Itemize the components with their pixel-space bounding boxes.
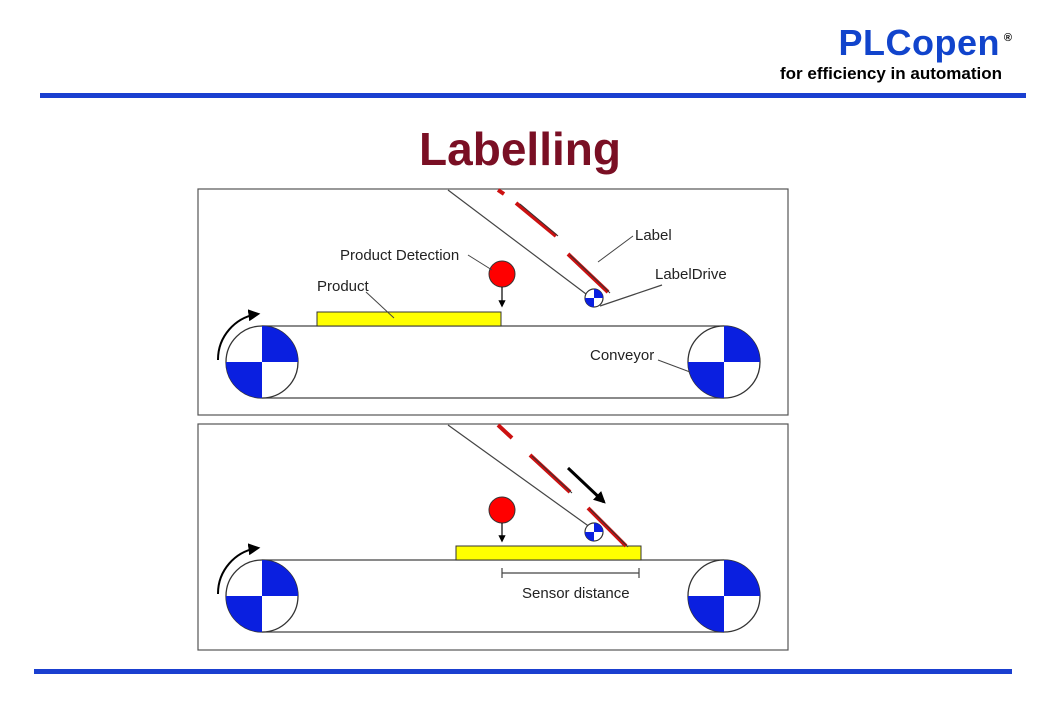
product-box bbox=[316, 311, 502, 327]
product-sensor-icon bbox=[488, 496, 516, 524]
label-web-line bbox=[447, 189, 595, 301]
label-web-line bbox=[447, 424, 595, 531]
conveyor-left-wheel-icon bbox=[225, 325, 299, 399]
sensor-distance-dimension bbox=[501, 568, 640, 578]
panel-bottom: Sensor distance bbox=[197, 423, 789, 651]
conveyor-right-wheel-icon bbox=[687, 325, 761, 399]
top-rule bbox=[40, 93, 1026, 98]
panel-top: Label LabelDrive Product Detection Produ… bbox=[197, 188, 789, 416]
product-callout-line bbox=[365, 291, 395, 319]
label-text: Label bbox=[635, 227, 672, 244]
brand-name: PLCopen bbox=[838, 22, 1000, 63]
product-box bbox=[455, 545, 642, 561]
product-detection-text: Product Detection bbox=[340, 247, 459, 264]
registered-mark: ® bbox=[1003, 32, 1012, 44]
panel-frame bbox=[197, 423, 789, 651]
slide-title: Labelling bbox=[419, 123, 621, 175]
conveyor-left-wheel-icon bbox=[225, 559, 299, 633]
product-sensor-icon bbox=[488, 260, 516, 288]
brand-tagline: for efficiency in automation bbox=[780, 64, 1002, 83]
label-motion-arrow-icon bbox=[566, 466, 606, 504]
product-text: Product bbox=[317, 278, 370, 295]
label-strips bbox=[496, 423, 629, 548]
label-drive-icon bbox=[584, 288, 604, 308]
label-callout-line bbox=[597, 235, 634, 263]
product-detection-callout-line bbox=[467, 254, 493, 271]
rotation-arrow-icon bbox=[216, 543, 261, 595]
label-drive-icon bbox=[584, 522, 604, 542]
conveyor-right-wheel-icon bbox=[687, 559, 761, 633]
brand-block: PLCopen ® bbox=[838, 22, 1013, 64]
sensor-distance-text: Sensor distance bbox=[522, 585, 630, 602]
label-web-return bbox=[599, 284, 663, 307]
label-drive-text: LabelDrive bbox=[655, 266, 727, 283]
conveyor-callout-line bbox=[657, 359, 691, 373]
panel-frame bbox=[197, 188, 789, 416]
label-strips bbox=[496, 188, 611, 294]
conveyor-text: Conveyor bbox=[590, 347, 654, 364]
rotation-arrow-icon bbox=[216, 309, 261, 361]
bottom-rule bbox=[34, 669, 1012, 674]
